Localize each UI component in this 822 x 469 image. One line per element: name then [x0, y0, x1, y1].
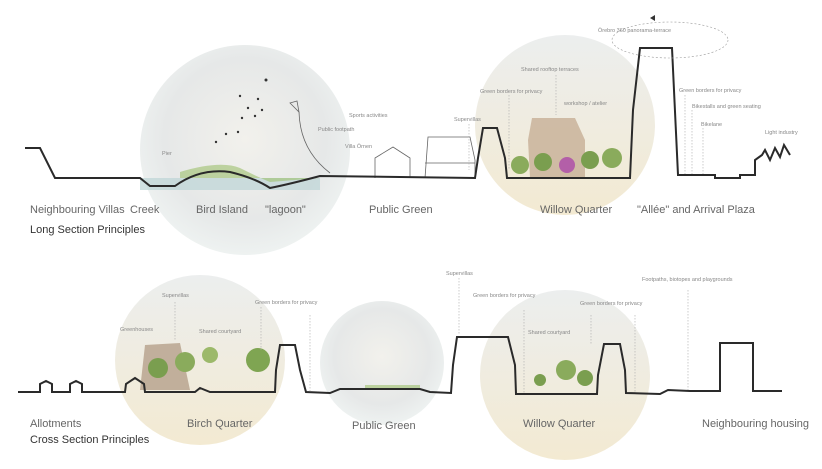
zone-bird-island: Bird Island [196, 204, 248, 216]
long-section-title: Long Section Principles [30, 224, 145, 236]
kite-icon [289, 100, 300, 114]
zone-willow-quarter-2: Willow Quarter [523, 418, 595, 430]
green-vegetation [365, 385, 420, 390]
zone-willow-quarter: Willow Quarter [540, 204, 612, 216]
cross-ground-line [18, 336, 782, 396]
cross-section-title: Cross Section Principles [30, 434, 150, 446]
note-green-borders: Green borders for privacy [480, 89, 543, 95]
note-bikelane: Bikelane [701, 122, 722, 128]
birch-quarter-bubble [115, 275, 285, 445]
willow-building [528, 118, 585, 178]
cross-section: Greenhouses Supervillas Shared courtyard… [18, 271, 809, 460]
bird-island-bubble [140, 45, 350, 255]
note-industry: Light industry [765, 130, 798, 136]
note-sports: Sports activities [349, 113, 388, 119]
note-green-borders-2: Green borders for privacy [679, 88, 742, 94]
note-supervillas: Supervillas [162, 293, 189, 299]
birds-icon [214, 78, 268, 144]
zone-birch-quarter: Birch Quarter [187, 418, 253, 430]
villa-outline [374, 146, 411, 178]
arrow-icon [650, 15, 655, 21]
zone-lagoon: "lagoon" [265, 204, 306, 216]
zone-public-green-2: Public Green [352, 420, 416, 432]
zone-allee: "Allée" and Arrival Plaza [637, 204, 756, 216]
note-supervillas-2: Supervillas [446, 271, 473, 277]
note-supervillas: Supervillas [454, 117, 481, 123]
note-footpath: Public footpath [318, 127, 354, 133]
note-panorama: Örebro 360 panorama-terrace [598, 27, 671, 34]
note-green-borders-3: Green borders for privacy [580, 301, 643, 307]
note-courtyard-2: Shared courtyard [528, 330, 570, 336]
zone-allotments: Allotments [30, 418, 82, 430]
trees-birch [148, 347, 593, 386]
long-ground-line [25, 47, 791, 190]
zone-public-green: Public Green [369, 204, 433, 216]
note-courtyard: Shared courtyard [199, 329, 241, 335]
note-bikestalls: Bikestalls and green seating [692, 104, 761, 110]
note-greenhouses: Greenhouses [120, 327, 153, 333]
note-green-borders-2: Green borders for privacy [473, 293, 536, 299]
trees [511, 148, 622, 174]
zone-neighbouring-villas: Neighbouring Villas [30, 204, 125, 216]
note-rooftop: Shared rooftop terraces [521, 67, 579, 73]
note-green-borders: Green borders for privacy [255, 300, 318, 306]
zone-creek: Creek [130, 204, 160, 216]
zone-neighbouring-housing: Neighbouring housing [702, 418, 809, 430]
note-pier: Pier [162, 151, 172, 157]
supervilla-outline [424, 136, 476, 179]
island-vegetation [180, 164, 320, 182]
long-section: Pier Sports activities Public footpath V… [25, 15, 798, 255]
public-green-bubble [320, 301, 444, 425]
note-footpaths: Footpaths, biotopes and playgrounds [642, 277, 733, 283]
panorama-loop [611, 21, 729, 59]
note-villa: Villa Örnen [345, 143, 372, 150]
note-workshop: workshop / atelier [563, 101, 607, 107]
